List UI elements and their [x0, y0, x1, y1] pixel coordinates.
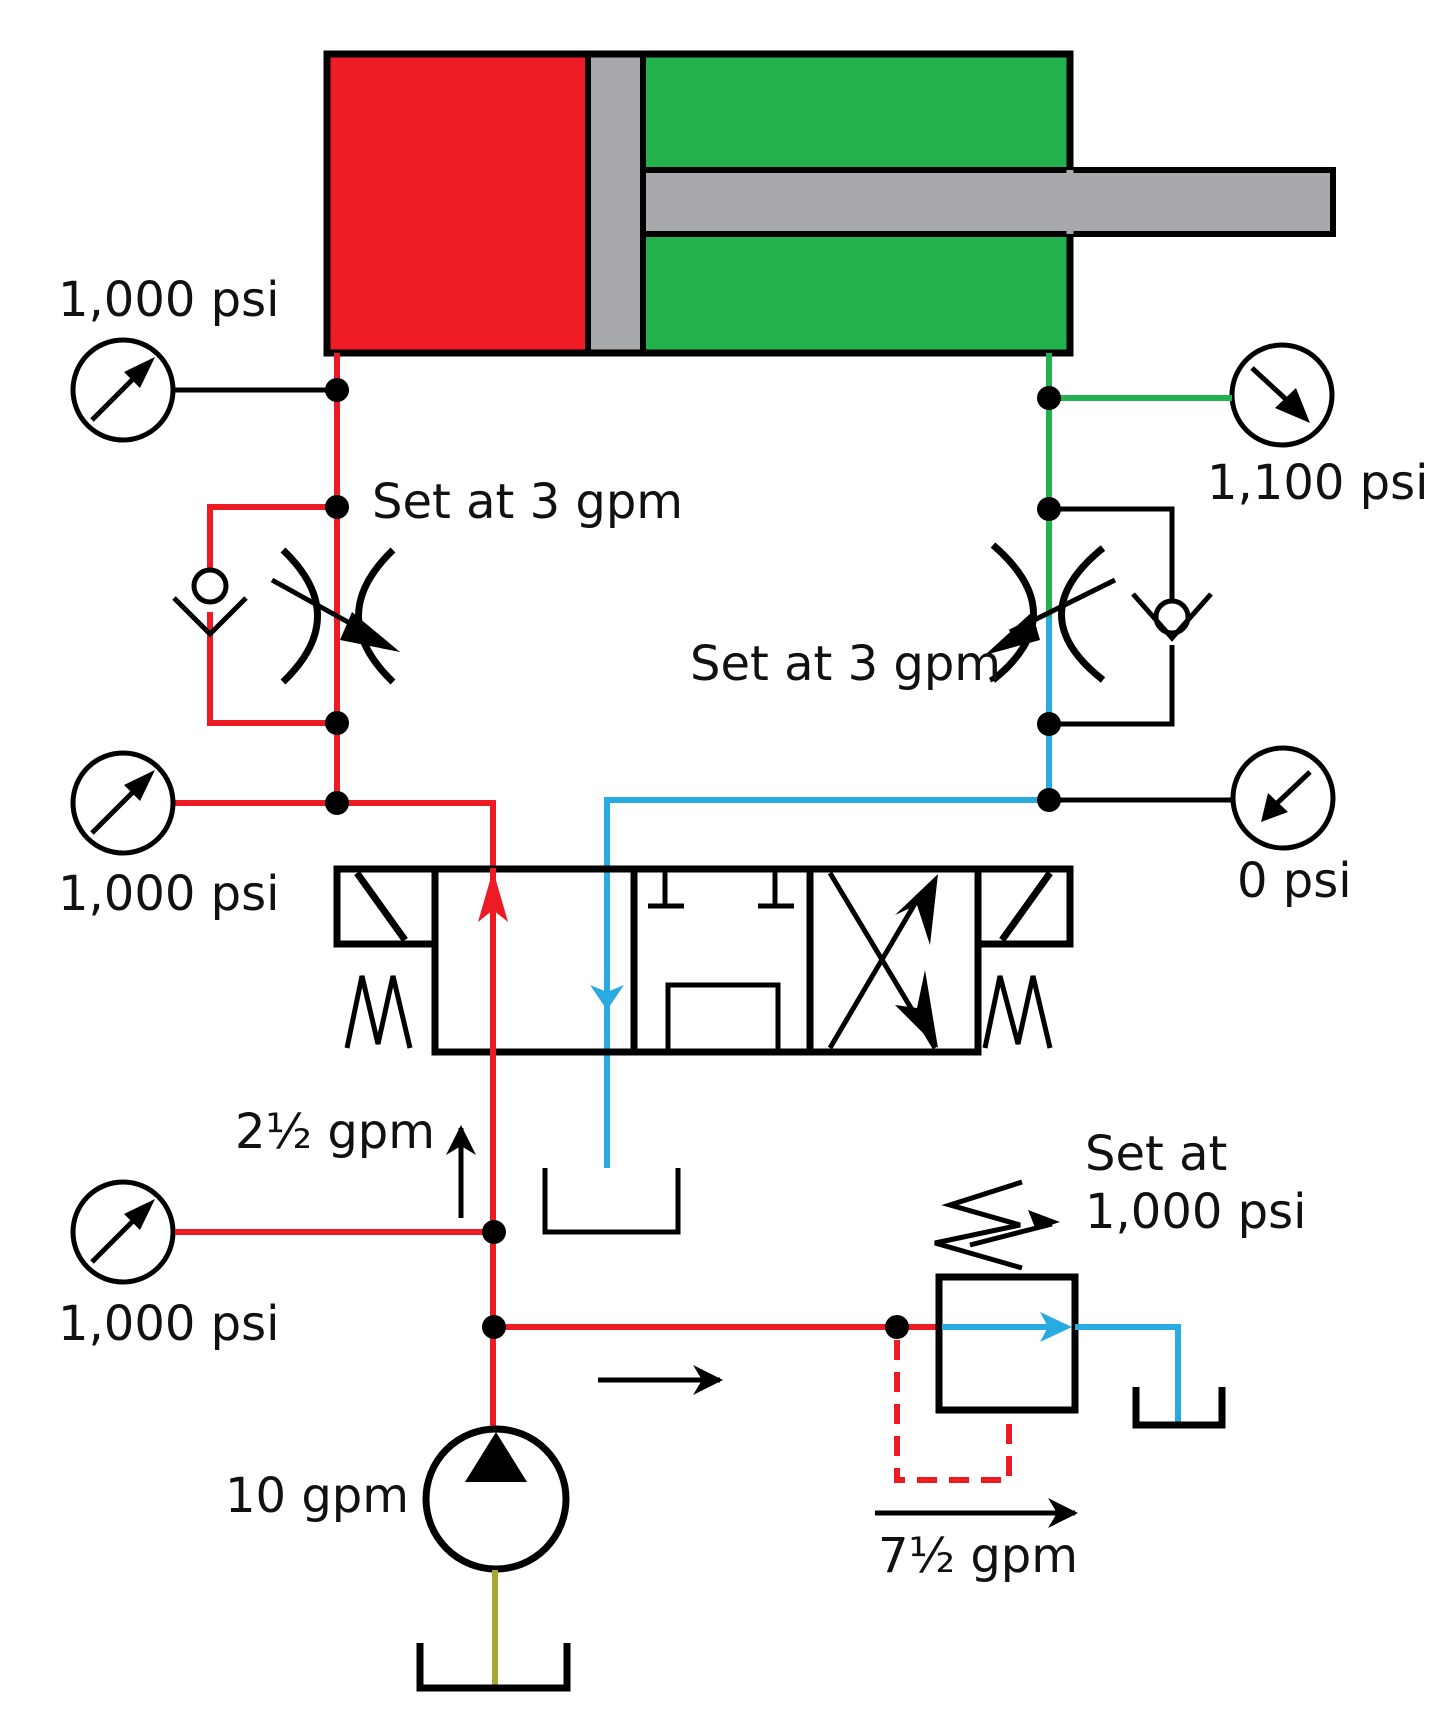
- gauge-valve-return: [1230, 745, 1336, 851]
- gauge-valve-pressure-label: 1,000 psi: [58, 866, 279, 922]
- gauge-pump-outlet: [70, 1179, 176, 1285]
- piston-rod: [640, 167, 1336, 237]
- gauge-rod-end: [1229, 342, 1335, 448]
- left-solenoid: [333, 865, 439, 948]
- right-spring: [982, 975, 1053, 1049]
- relief-valve: [934, 1179, 1079, 1414]
- cylinder: [323, 50, 1336, 357]
- left-flow-control-valve: [270, 547, 400, 685]
- pump-flow-label: 10 gpm: [225, 1468, 409, 1524]
- gauge-cap-end: [70, 337, 176, 443]
- pressure-flow-arrow: [478, 870, 508, 922]
- gauge-valve-pressure: [70, 750, 176, 856]
- right-flow-control-valve: [985, 542, 1117, 683]
- left-check-valve: [172, 567, 248, 638]
- rod-end-circuit: [604, 353, 1233, 1168]
- pump: [422, 1425, 570, 1573]
- relief-flow-label: 7½ gpm: [878, 1528, 1078, 1584]
- cap-end-circuit: [175, 353, 496, 868]
- relief-label-line2: 1,000 psi: [1085, 1184, 1306, 1240]
- relief-label-line1: Set at: [1085, 1126, 1227, 1182]
- tank-relief: [1132, 1387, 1226, 1429]
- gauge-cap-end-label: 1,000 psi: [58, 272, 279, 328]
- tank-valve-return: [542, 1168, 681, 1235]
- directional-control-valve: [333, 865, 1074, 1056]
- cylinder-cap-chamber: [327, 54, 588, 353]
- tank-pump-suction: [416, 1643, 571, 1692]
- right-check-valve: [1131, 592, 1213, 642]
- junction-dots: [325, 378, 1061, 1339]
- right-solenoid: [974, 865, 1074, 948]
- relief-pilot-line: [894, 1340, 1012, 1483]
- gauge-rod-end-label: 1,100 psi: [1207, 455, 1428, 511]
- gauge-pump-outlet-label: 1,000 psi: [58, 1296, 279, 1352]
- right-flow-control-label: Set at 3 gpm: [690, 636, 1001, 692]
- flow-to-valve-label: 2½ gpm: [235, 1104, 435, 1160]
- gauge-valve-return-label: 0 psi: [1237, 853, 1352, 909]
- left-flow-control-label: Set at 3 gpm: [372, 474, 683, 530]
- piston: [585, 51, 646, 356]
- left-spring: [344, 975, 413, 1049]
